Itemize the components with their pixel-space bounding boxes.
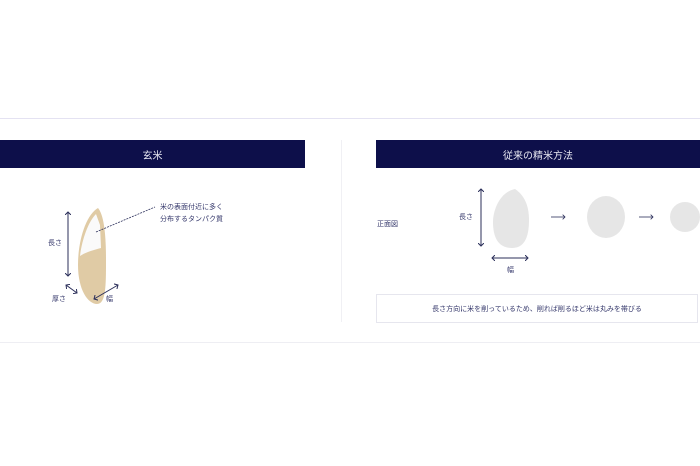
width-arrow bbox=[94, 285, 118, 299]
brown-rice-title: 玄米 bbox=[142, 150, 163, 162]
length-label-right: 長さ bbox=[459, 213, 473, 221]
width-label-right: 幅 bbox=[507, 266, 514, 274]
annotation-line-1: 米の表面付近に多く bbox=[160, 203, 223, 211]
thickness-label: 厚さ bbox=[52, 295, 66, 303]
panel-divider bbox=[341, 140, 342, 322]
rice-grain-original bbox=[493, 189, 529, 248]
annotation-line-2: 分布するタンパク質 bbox=[160, 215, 223, 223]
conventional-polishing-title: 従来の精米方法 bbox=[503, 150, 573, 162]
thickness-arrow bbox=[66, 285, 77, 293]
protein-annotation: 米の表面付近に多く 分布するタンパク質 bbox=[160, 201, 223, 225]
conventional-polishing-header: 従来の精米方法 bbox=[376, 140, 700, 168]
caption-text: 長さ方向に米を削っているため、削れば削るほど米は丸みを帯びる bbox=[432, 304, 642, 313]
length-label: 長さ bbox=[48, 239, 62, 247]
front-view-label: 正面図 bbox=[377, 220, 398, 228]
protein-layer bbox=[80, 214, 101, 256]
annotation-leader bbox=[95, 206, 156, 233]
brown-rice-header: 玄米 bbox=[0, 140, 305, 168]
caption-box: 長さ方向に米を削っているため、削れば削るほど米は丸みを帯びる bbox=[376, 294, 698, 323]
rice-grain-round bbox=[670, 202, 700, 232]
rice-grain-polished bbox=[587, 196, 625, 238]
width-label: 幅 bbox=[106, 295, 113, 303]
top-divider bbox=[0, 118, 700, 119]
bottom-divider bbox=[0, 342, 700, 343]
